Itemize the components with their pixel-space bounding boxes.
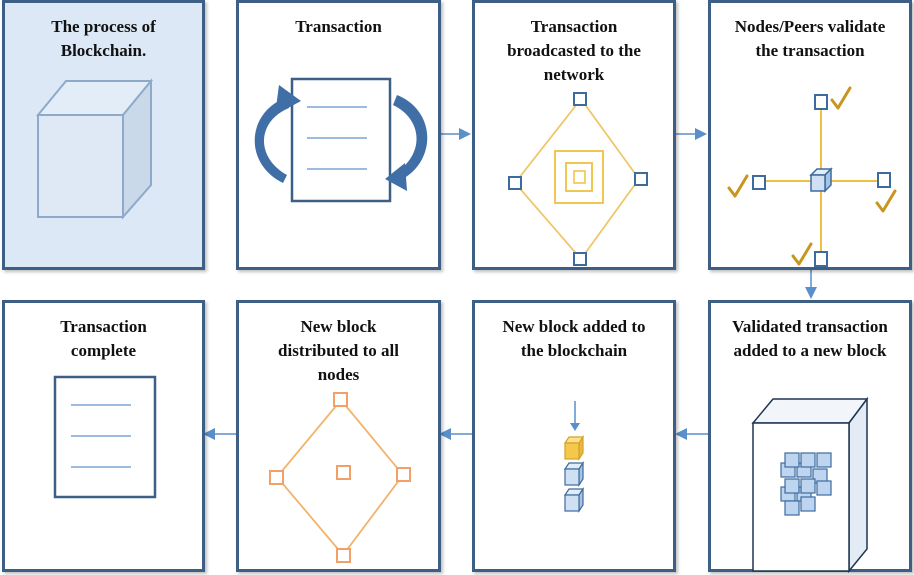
chain-block-icon bbox=[563, 461, 585, 487]
incoming-arrow-icon bbox=[570, 401, 580, 431]
cycle-arrow-left-icon bbox=[254, 85, 301, 183]
step-validate: Nodes/Peers validate the transaction bbox=[708, 0, 912, 270]
step-blockchain-process: The process of Blockchain. bbox=[2, 0, 205, 270]
step-title: Transaction broadcasted to the network bbox=[507, 17, 641, 84]
step-transaction: Transaction bbox=[236, 0, 441, 270]
cube-icon bbox=[35, 78, 154, 220]
step-title: New block added to the blockchain bbox=[502, 317, 646, 360]
step-title: Transaction complete bbox=[60, 317, 147, 360]
step-new-block: Validated transaction added to a new blo… bbox=[708, 300, 912, 574]
chain-block-icon bbox=[563, 487, 585, 513]
step-broadcast: Transaction broadcasted to the network bbox=[472, 0, 676, 270]
step-title: Validated transaction added to a new blo… bbox=[732, 317, 888, 360]
new-block-icon bbox=[563, 435, 585, 461]
step-title: The process of Blockchain. bbox=[51, 17, 156, 60]
cycle-arrow-right-icon bbox=[385, 95, 428, 191]
step-add-to-chain: New block added to the blockchain bbox=[472, 300, 676, 572]
center-cube-icon bbox=[809, 167, 833, 193]
step-distribute: New block distributed to all nodes bbox=[236, 300, 441, 572]
step-title: Nodes/Peers validate the transaction bbox=[734, 17, 886, 60]
network-diamond bbox=[513, 97, 641, 261]
step-complete: Transaction complete bbox=[2, 300, 205, 572]
transaction-cubes-icon bbox=[780, 452, 832, 516]
document-icon bbox=[290, 77, 392, 203]
checkmark-icons bbox=[727, 86, 897, 266]
network-node-icons bbox=[508, 92, 648, 266]
step-title: New block distributed to all nodes bbox=[278, 317, 399, 384]
distribution-node-icons bbox=[269, 392, 411, 563]
peer-node-icons bbox=[752, 94, 891, 267]
broadcast-target-icon bbox=[554, 150, 604, 204]
step-title: Transaction bbox=[295, 17, 382, 36]
document-icon bbox=[53, 375, 157, 499]
